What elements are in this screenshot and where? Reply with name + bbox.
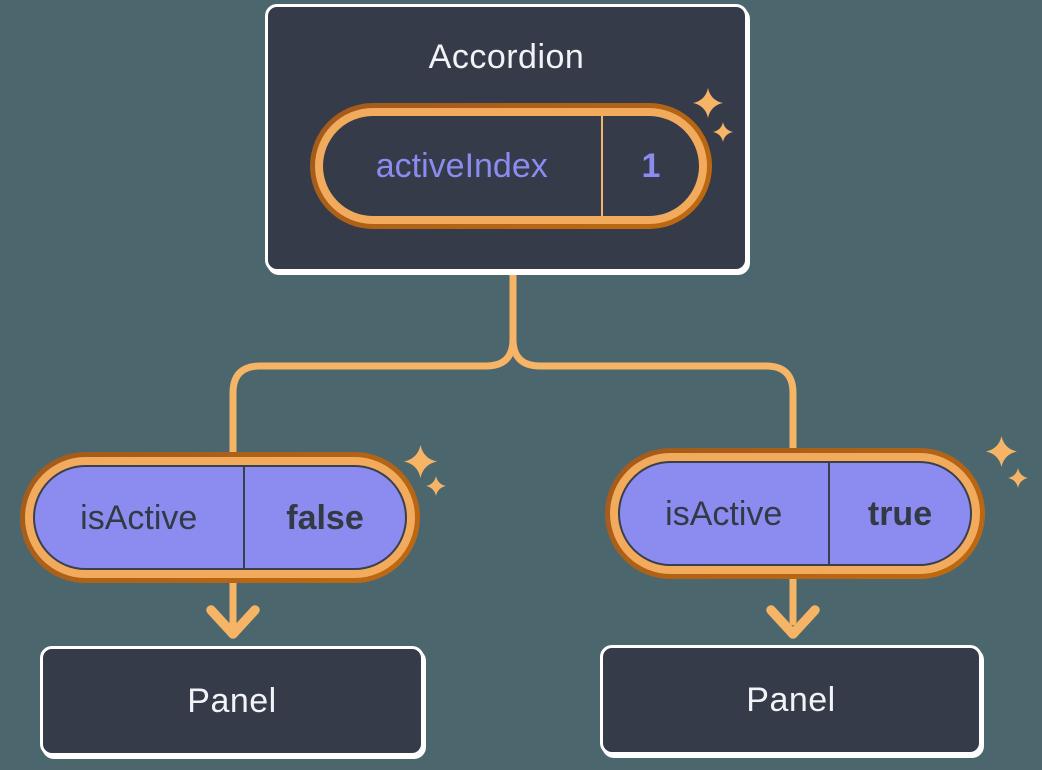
state-pill: activeIndex 1 <box>310 103 712 229</box>
state-pill-ring: activeIndex 1 <box>315 108 707 224</box>
prop-pill-left-ring: isActive false <box>25 457 415 578</box>
component-title: Accordion <box>428 38 585 76</box>
prop-pill-left: isActive false <box>20 452 420 583</box>
sparkle-icon-small <box>426 476 446 496</box>
prop-value: true <box>867 494 933 533</box>
prop-value: false <box>286 498 364 537</box>
prop-pill-divider <box>242 467 245 568</box>
arrow-down-left-icon <box>206 605 260 639</box>
prop-pill-right-ring: isActive true <box>610 453 980 574</box>
sparkle-icon-large <box>986 436 1017 467</box>
state-value: 1 <box>641 147 661 185</box>
prop-name: isActive <box>665 494 783 533</box>
sparkle-icon-small <box>1008 468 1028 488</box>
arrow-down-right-icon <box>766 605 820 639</box>
panel-box-right: Panel <box>600 645 982 755</box>
prop-pill-left-core: isActive false <box>33 465 407 570</box>
state-pill-divider <box>600 116 603 216</box>
sparkle-icon-large <box>693 88 723 118</box>
panel-box-left: Panel <box>40 646 424 756</box>
prop-name: isActive <box>80 498 198 537</box>
connector-right-branch <box>509 266 797 626</box>
state-pill-core: activeIndex 1 <box>323 116 699 216</box>
state-name: activeIndex <box>375 147 548 185</box>
prop-pill-right-core: isActive true <box>618 461 972 566</box>
prop-pill-right: isActive true <box>605 448 985 579</box>
panel-label: Panel <box>187 681 277 720</box>
panel-label: Panel <box>746 680 836 719</box>
sparkle-icon-small <box>713 122 733 142</box>
prop-pill-divider <box>827 463 830 564</box>
sparkle-icon-large <box>404 445 437 478</box>
